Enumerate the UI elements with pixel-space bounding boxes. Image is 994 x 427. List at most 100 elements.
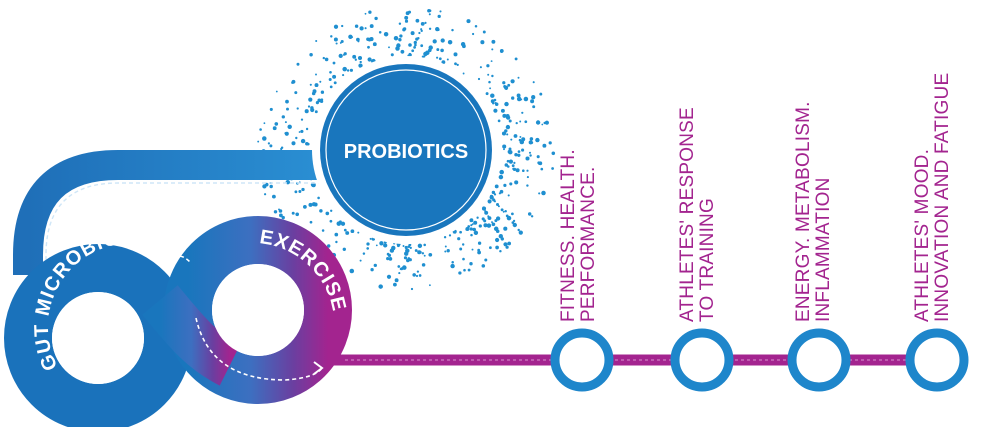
particle-dot bbox=[415, 18, 420, 23]
particle-dot bbox=[340, 221, 346, 226]
particle-dot bbox=[513, 134, 518, 138]
particle-dot bbox=[448, 234, 452, 237]
particle-dot bbox=[304, 109, 309, 114]
particle-dot bbox=[503, 226, 508, 231]
particle-dot bbox=[336, 221, 342, 226]
particle-dot bbox=[332, 61, 336, 65]
particle-dot bbox=[335, 240, 338, 244]
particle-dot bbox=[503, 242, 508, 247]
particle-dot bbox=[325, 211, 330, 216]
particle-dot bbox=[333, 24, 339, 29]
particle-dot bbox=[259, 128, 262, 131]
particle-dot bbox=[367, 57, 372, 62]
particle-dot bbox=[536, 155, 540, 159]
particle-dot bbox=[529, 137, 534, 141]
particle-dot bbox=[502, 81, 506, 85]
particle-dot bbox=[400, 49, 405, 54]
particle-dot bbox=[364, 12, 367, 15]
particle-dot bbox=[296, 62, 300, 66]
particle-dot bbox=[443, 236, 447, 239]
particle-dot bbox=[517, 153, 521, 157]
particle-dot bbox=[521, 111, 524, 114]
milestone-label-line1: FITNESS. HEALTH. bbox=[558, 149, 579, 322]
probiotics-label: PROBIOTICS bbox=[344, 141, 468, 163]
particle-dot bbox=[397, 265, 401, 268]
particle-dot bbox=[519, 120, 522, 123]
particle-dot bbox=[300, 129, 304, 133]
particle-dot bbox=[279, 213, 283, 218]
particle-dot bbox=[388, 257, 393, 261]
particle-dot bbox=[269, 184, 273, 189]
particle-dot bbox=[389, 248, 395, 253]
particle-dot bbox=[509, 182, 513, 186]
particle-dot bbox=[356, 37, 360, 42]
particle-dot bbox=[309, 220, 313, 224]
particle-dot bbox=[506, 215, 512, 221]
particle-dot bbox=[495, 237, 500, 243]
particle-dot bbox=[300, 138, 306, 144]
particle-dot bbox=[444, 250, 447, 253]
particle-dot bbox=[504, 209, 507, 213]
particle-dot bbox=[317, 196, 320, 200]
particle-dot bbox=[357, 55, 363, 61]
particle-dot bbox=[343, 228, 347, 232]
particle-dot bbox=[418, 250, 422, 254]
milestone-1: FITNESS. HEALTH. PERFORMANCE. bbox=[550, 149, 614, 392]
particle-dot bbox=[532, 81, 535, 84]
particle-dot bbox=[447, 39, 453, 45]
particle-dot bbox=[396, 43, 401, 48]
particle-dot bbox=[551, 151, 556, 156]
particle-dot bbox=[436, 48, 440, 52]
milestone-2: ATHLETES' RESPONSE TO TRAINING bbox=[670, 107, 734, 392]
particle-dot bbox=[504, 85, 509, 90]
particle-dot bbox=[507, 194, 510, 197]
particle-dot bbox=[410, 31, 415, 36]
particle-dot bbox=[368, 10, 372, 14]
particle-dot bbox=[437, 14, 441, 19]
particle-dot bbox=[542, 143, 547, 148]
particle-dot bbox=[473, 220, 478, 225]
particle-dot bbox=[407, 245, 411, 248]
particle-dot bbox=[369, 237, 372, 240]
particle-dot bbox=[462, 72, 465, 75]
particle-dot bbox=[479, 66, 482, 69]
particle-dot bbox=[372, 42, 377, 47]
particle-dot bbox=[335, 42, 338, 45]
particle-dot bbox=[402, 265, 407, 270]
particle-dot bbox=[404, 251, 409, 256]
particle-dot bbox=[383, 31, 389, 37]
particle-dot bbox=[312, 89, 317, 94]
particle-dot bbox=[329, 70, 332, 74]
particle-dot bbox=[394, 278, 399, 283]
particle-dot bbox=[332, 74, 337, 79]
particle-dot bbox=[507, 83, 511, 87]
particle-dot bbox=[369, 24, 374, 29]
particle-dot bbox=[512, 167, 517, 172]
particle-dot bbox=[328, 77, 332, 82]
infinity-loop bbox=[4, 216, 352, 427]
particle-dot bbox=[298, 131, 301, 133]
particle-dot bbox=[518, 230, 523, 235]
particle-dot bbox=[473, 230, 479, 235]
particle-dot bbox=[271, 194, 276, 199]
particle-dot bbox=[333, 37, 338, 42]
particle-dot bbox=[493, 200, 496, 203]
particle-dot bbox=[460, 42, 466, 47]
particle-dot bbox=[291, 211, 295, 215]
particle-dot bbox=[517, 228, 520, 232]
particle-dot bbox=[423, 254, 426, 257]
particle-dot bbox=[499, 189, 504, 194]
particle-dot bbox=[539, 92, 543, 96]
particle-dot bbox=[415, 274, 419, 278]
particle-dot bbox=[408, 52, 412, 56]
particle-dot bbox=[503, 183, 507, 187]
particle-dot bbox=[490, 93, 495, 98]
particle-dot bbox=[491, 190, 496, 195]
particle-dot bbox=[481, 206, 487, 211]
particle-dot bbox=[470, 233, 473, 237]
particle-dot bbox=[486, 64, 490, 68]
milestone-3: ENERGY. METABOLISM. INFLAMMATION bbox=[787, 101, 851, 392]
particle-dot bbox=[459, 230, 462, 234]
particle-dot bbox=[505, 114, 510, 118]
particle-dot bbox=[469, 227, 473, 231]
